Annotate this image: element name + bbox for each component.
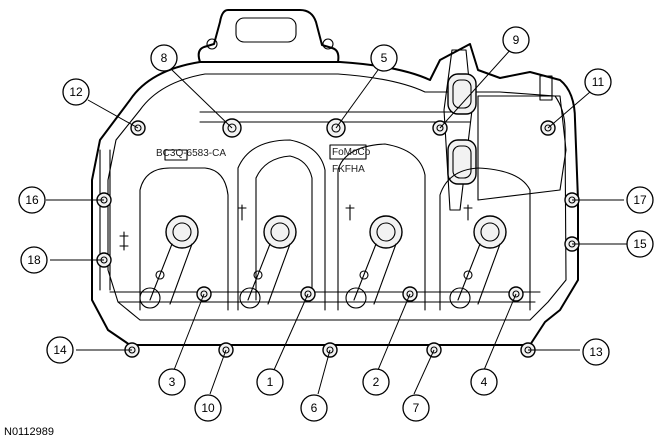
svg-text:10: 10 — [201, 401, 215, 415]
part-number-text: BC3Q-6583-CA — [156, 148, 226, 159]
injector-port-2 — [239, 215, 297, 309]
maker-text: FoMoCo — [332, 147, 371, 158]
callout-7: 7 — [402, 394, 430, 422]
callout-16: 16 — [18, 186, 46, 214]
svg-text:16: 16 — [25, 193, 39, 207]
svg-text:15: 15 — [633, 237, 647, 251]
svg-text:2: 2 — [373, 375, 380, 389]
injector-port-4 — [449, 215, 507, 309]
callout-5: 5 — [370, 44, 398, 72]
callout-4: 4 — [470, 368, 498, 396]
manifold-body — [91, 9, 579, 346]
bolt-11 — [540, 120, 556, 136]
bolt-12 — [130, 120, 146, 136]
svg-text:18: 18 — [27, 253, 41, 267]
callout-3: 3 — [158, 368, 186, 396]
svg-text:13: 13 — [589, 345, 603, 359]
figure-id-label: N0112989 — [4, 426, 54, 438]
callout-1: 1 — [256, 368, 284, 396]
callout-12: 12 — [62, 78, 90, 106]
callout-8: 8 — [150, 44, 178, 72]
code-text: FKFHA — [332, 164, 365, 175]
callout-17: 17 — [626, 186, 654, 214]
callout-11: 11 — [584, 68, 612, 96]
callout-14: 14 — [46, 336, 74, 364]
leader-lines — [46, 47, 628, 395]
callout-6: 6 — [300, 394, 328, 422]
svg-text:8: 8 — [161, 51, 168, 65]
callout-13: 13 — [582, 338, 610, 366]
callout-9: 9 — [502, 26, 530, 54]
svg-text:1: 1 — [267, 375, 274, 389]
injector-port-1 — [139, 215, 199, 309]
svg-text:6: 6 — [311, 401, 318, 415]
svg-text:3: 3 — [169, 375, 176, 389]
svg-text:7: 7 — [413, 401, 420, 415]
injector-port-3 — [345, 215, 403, 309]
svg-text:11: 11 — [592, 75, 605, 89]
callout-2: 2 — [362, 368, 390, 396]
svg-text:9: 9 — [513, 33, 520, 47]
svg-text:12: 12 — [69, 85, 83, 99]
callout-10: 10 — [194, 394, 222, 422]
callout-18: 18 — [20, 246, 48, 274]
svg-text:4: 4 — [481, 375, 488, 389]
injector-ports — [119, 204, 507, 309]
callout-15: 15 — [626, 230, 654, 258]
svg-text:14: 14 — [53, 343, 67, 357]
svg-text:5: 5 — [381, 51, 388, 65]
callouts: 1 2 3 4 5 6 7 8 9 10 11 12 13 14 15 16 1… — [18, 26, 654, 422]
svg-text:17: 17 — [633, 193, 647, 207]
